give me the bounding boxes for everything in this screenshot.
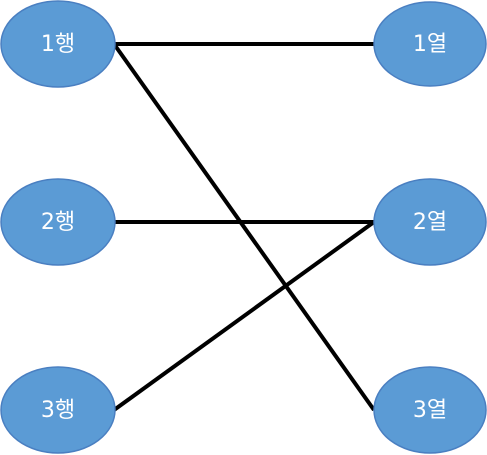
column-node-3: 3열: [373, 366, 487, 454]
edge-r1-c3: [112, 42, 376, 412]
column-node-3-ellipse: [373, 366, 487, 454]
row-node-2: 2행: [0, 178, 116, 266]
row-node-2-ellipse: [0, 178, 116, 266]
column-node-1: 1열: [373, 1, 487, 87]
row-node-2-label: 2행: [41, 210, 75, 235]
edge-r3-c2: [112, 220, 376, 412]
row-node-1: 1행: [0, 0, 116, 88]
row-node-3-label: 3행: [41, 398, 75, 423]
column-node-2: 2열: [373, 178, 487, 266]
row-node-1-label: 1행: [41, 32, 75, 57]
row-node-1-ellipse: [0, 0, 116, 88]
row-node-3: 3행: [0, 366, 116, 454]
row-node-3-ellipse: [0, 366, 116, 454]
column-node-2-label: 2열: [413, 210, 447, 235]
edges-layer: [112, 42, 376, 412]
column-node-1-ellipse: [373, 1, 487, 87]
column-node-2-ellipse: [373, 178, 487, 266]
column-node-1-label: 1열: [413, 32, 447, 57]
column-node-3-label: 3열: [413, 398, 447, 423]
